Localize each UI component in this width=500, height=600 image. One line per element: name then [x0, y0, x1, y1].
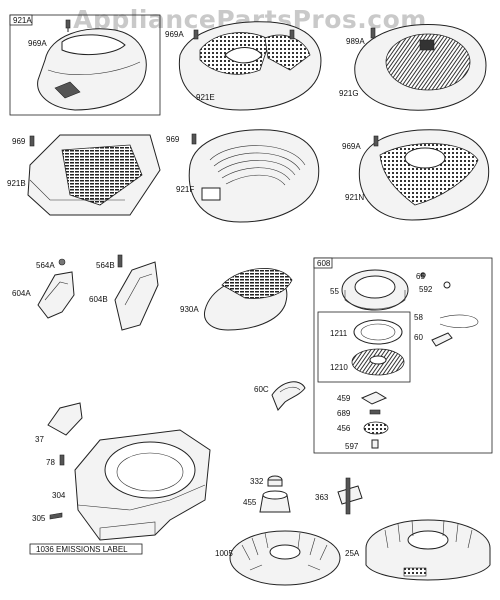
part-921a-frame — [9, 14, 161, 116]
starter-handle-60c: 60C — [254, 381, 306, 411]
label-304: 304 — [52, 491, 66, 500]
baffle-604b: 564B 604B — [89, 254, 159, 331]
label-25a: 25A — [345, 549, 360, 558]
blower-housing-921g: 989A 921G — [339, 24, 487, 111]
label-969a-3: 969A — [342, 142, 361, 151]
label-1211: 1211 — [330, 329, 348, 338]
label-604b: 604B — [89, 295, 108, 304]
label-564b: 564B — [96, 261, 115, 270]
label-604a: 604A — [12, 289, 31, 298]
label-363: 363 — [315, 493, 329, 502]
label-597: 597 — [345, 442, 359, 451]
flywheel-nut-455: 332 455 — [243, 475, 291, 513]
label-564a: 564A — [36, 261, 55, 270]
label-969a-2: 969A — [165, 30, 184, 39]
rewind-starter-608: 608 55 65 592 58 60 1211 1210 459 689 45… — [313, 257, 493, 454]
label-921f: 921F — [176, 185, 194, 194]
label-592: 592 — [419, 285, 433, 294]
label-60c: 60C — [254, 385, 269, 394]
label-37: 37 — [35, 435, 44, 444]
label-459: 459 — [337, 394, 351, 403]
bracket-363: 363 — [315, 477, 363, 515]
blower-housing-921b: 969 921B — [7, 134, 161, 216]
label-921b: 921B — [7, 179, 26, 188]
label-332: 332 — [250, 477, 264, 486]
label-921n: 921N — [345, 193, 364, 202]
label-1210: 1210 — [330, 363, 348, 372]
fan-1005: 1005 — [215, 530, 341, 586]
blower-housing-304: 37 78 304 305 — [32, 402, 211, 541]
label-969-2: 969 — [166, 135, 180, 144]
blower-housing-921a: 921A 969A — [9, 14, 161, 116]
label-969a-1: 969A — [28, 39, 47, 48]
label-65: 65 — [416, 272, 425, 281]
part-921a-tag — [9, 14, 33, 26]
label-55: 55 — [330, 287, 339, 296]
label-921e: 921E — [196, 93, 215, 102]
label-455: 455 — [243, 498, 257, 507]
label-1005: 1005 — [215, 549, 233, 558]
flywheel-25a: 25A — [345, 519, 491, 581]
part-608-frame — [313, 257, 493, 454]
label-emissions: 1036 EMISSIONS LABEL — [36, 545, 128, 554]
blower-housing-930a: 930A — [180, 268, 293, 331]
label-305: 305 — [32, 514, 46, 523]
label-930a: 930A — [180, 305, 199, 314]
label-969-1: 969 — [12, 137, 26, 146]
baffle-604a: 564A 604A — [12, 258, 75, 319]
label-689: 689 — [337, 409, 351, 418]
label-78: 78 — [46, 458, 55, 467]
label-921a: 921A — [13, 16, 32, 25]
blower-housing-921f: 969 921F — [166, 129, 320, 223]
blower-housing-921e: 969A 921E — [165, 21, 322, 111]
label-921g: 921G — [339, 89, 359, 98]
label-456: 456 — [337, 424, 351, 433]
blower-housing-921n: 969A 921N — [342, 129, 490, 221]
label-58: 58 — [414, 313, 423, 322]
label-608: 608 — [317, 259, 331, 268]
emissions-label: 1036 EMISSIONS LABEL — [29, 543, 143, 555]
label-60: 60 — [414, 333, 423, 342]
label-989a: 989A — [346, 37, 365, 46]
